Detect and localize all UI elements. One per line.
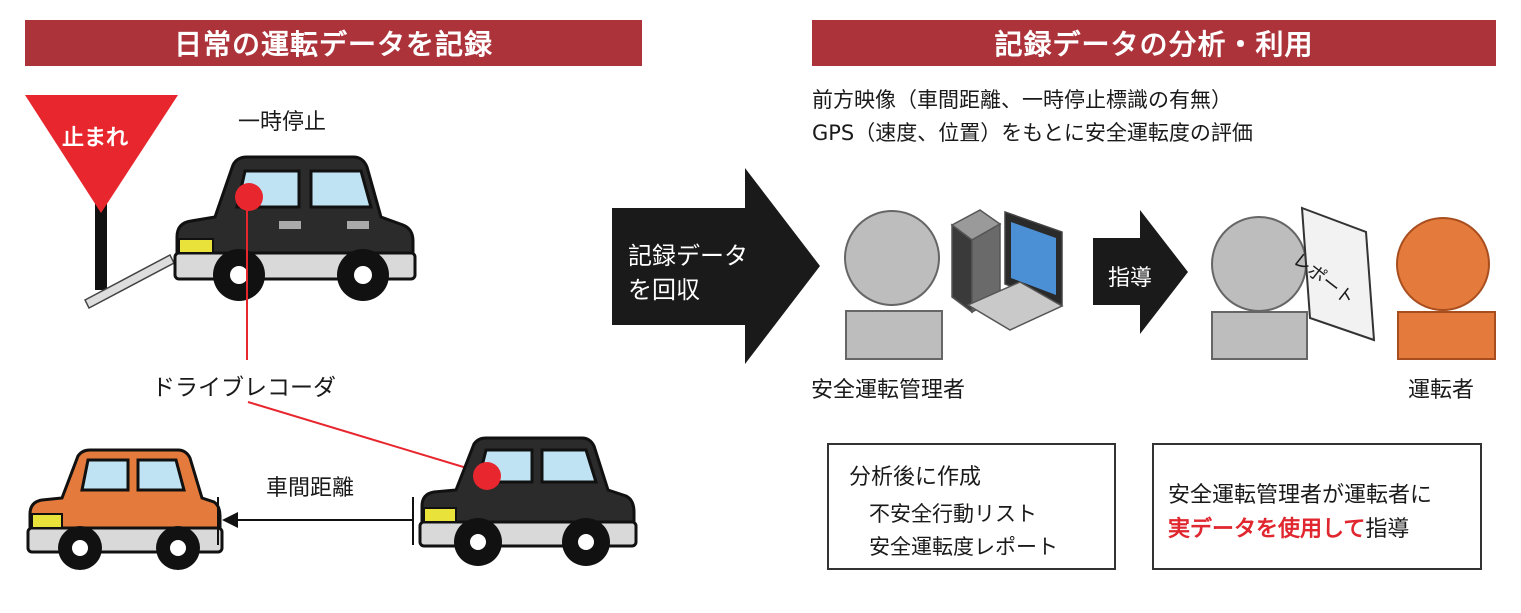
- summary-highlight: 実データを使用して: [1168, 517, 1366, 542]
- guidance-arrow-shape: [1093, 210, 1188, 334]
- driver-label: 運転者: [1408, 378, 1475, 403]
- created-item-2: 安全運転度レポート: [869, 535, 1058, 559]
- summary-line1: 安全運転管理者が運転者に: [1168, 483, 1433, 508]
- stop-sign: [25, 95, 178, 310]
- report-paper: [1300, 206, 1376, 342]
- distance-arrow: [217, 497, 414, 545]
- analysis-line1: 前方映像（車間距離、一時停止標識の有無）: [812, 88, 1232, 112]
- manager-person: [844, 210, 943, 360]
- distance-label: 車間距離: [266, 476, 355, 501]
- recorder-dot-bottom: [473, 462, 501, 490]
- recorder-dot-top: [235, 183, 263, 211]
- left-banner: 日常の運転データを記録: [25, 20, 642, 66]
- computer-icon: [950, 209, 1064, 331]
- collect-arrow-line1: 記録データ: [628, 242, 748, 270]
- driver-person: [1396, 217, 1496, 360]
- guidance-arrow-label: 指導: [1108, 266, 1153, 291]
- recorder-label: ドライブレコーダ: [152, 375, 336, 401]
- created-item-1: 不安全行動リスト: [869, 502, 1037, 526]
- analysis-line2: GPS（速度、位置）をもとに安全運転度の評価: [812, 121, 1253, 145]
- black-car-top: [173, 155, 417, 301]
- summary-box: 安全運転管理者が運転者に 実データを使用して指導: [1152, 443, 1482, 570]
- created-box-title: 分析後に作成: [849, 465, 982, 490]
- orange-car: [26, 448, 224, 570]
- manager-person-right: [1211, 216, 1308, 360]
- created-box: 分析後に作成 不安全行動リスト 安全運転度レポート: [827, 443, 1116, 570]
- summary-rest: 指導: [1365, 517, 1410, 542]
- stop-sign-text: 止まれ: [62, 126, 129, 151]
- manager-label: 安全運転管理者: [811, 378, 966, 403]
- collect-arrow-shape: [612, 168, 820, 364]
- summary-line2: 実データを使用して指導: [1168, 511, 1409, 543]
- black-car-bottom: [418, 436, 638, 566]
- collect-arrow-line2: を回収: [628, 276, 700, 304]
- right-banner: 記録データの分析・利用: [812, 20, 1496, 66]
- stop-label: 一時停止: [238, 110, 327, 135]
